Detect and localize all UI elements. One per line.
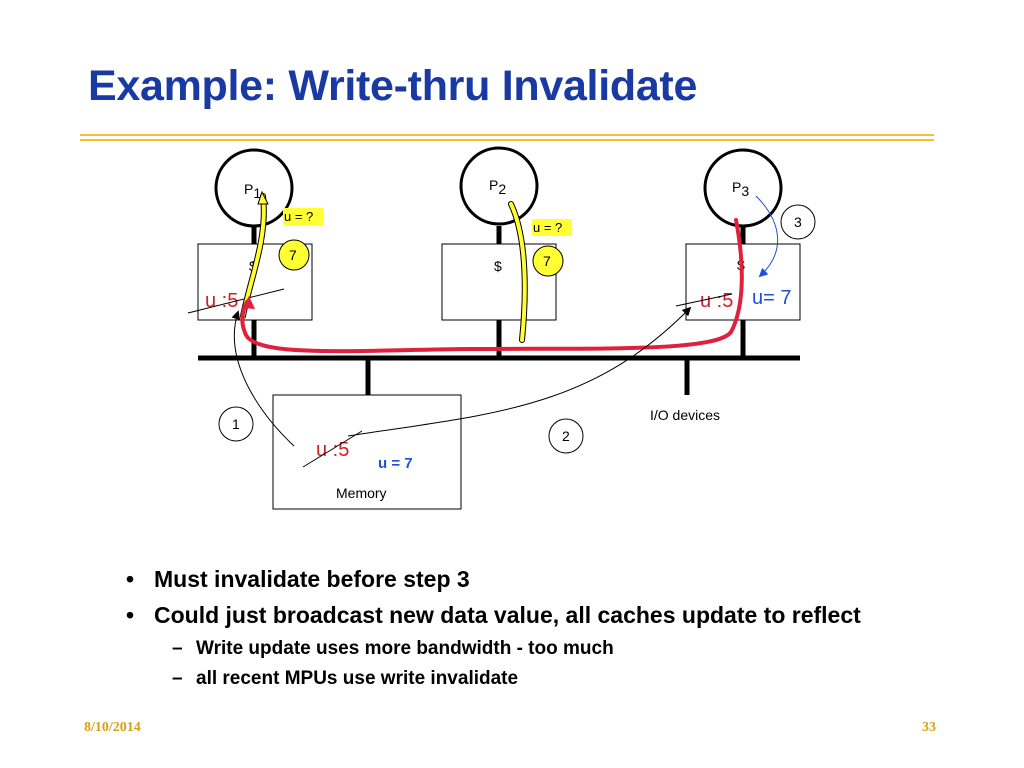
step-2-circle <box>548 418 584 454</box>
cache-1-stale-value: u :5 <box>205 290 238 312</box>
footer-page-number: 33 <box>922 720 936 735</box>
memory-old-value-strike <box>302 430 363 468</box>
title-rule-top <box>80 134 934 136</box>
processor-3 <box>703 148 783 228</box>
sub-bullet-item: –all recent MPUs use write invalidate <box>172 668 956 690</box>
memory-label: Memory <box>336 485 387 501</box>
p2-query-highlight <box>532 219 572 236</box>
step-3-arrow <box>755 195 779 278</box>
step-2-arrow <box>347 306 692 437</box>
step-1-number: 1 <box>232 416 240 432</box>
processor-2-label: P2 <box>489 177 506 197</box>
sub-bullet-item: –Write update uses more bandwidth - too … <box>172 638 956 660</box>
sub-bullet-marker: – <box>172 638 183 659</box>
bus-transfer-arrowhead <box>242 296 255 309</box>
processor-2 <box>459 146 539 226</box>
footer-date: 8/10/2014 <box>84 720 141 735</box>
bullet-text: Could just broadcast new data value, all… <box>154 602 861 628</box>
bullet-item: • Could just broadcast new data value, al… <box>126 602 956 628</box>
cache-coherence-diagram: P1 $ P2 $ P3 $ Memory I/O devices u :5 u… <box>187 146 816 510</box>
step-1-arrow <box>231 310 295 447</box>
sub-bullet-marker: – <box>172 668 183 689</box>
cache-3-new-value: u= 7 <box>752 287 791 309</box>
processor-1-label: P1 <box>244 181 261 201</box>
step-1-circle <box>218 406 254 442</box>
step-3-number: 3 <box>794 214 802 230</box>
p2-query-label: u = ? <box>533 220 562 235</box>
slide-title: Example: Write-thru Invalidate <box>88 62 698 110</box>
p1-read-result <box>278 239 310 271</box>
p1-read-arrowhead <box>257 190 269 205</box>
processor-3-label: P3 <box>732 179 749 199</box>
memory-new-value: u = 7 <box>378 455 413 472</box>
cache-3-stale-value: u :5 <box>700 290 733 312</box>
p2-read-result-value: 7 <box>543 253 551 269</box>
p1-read-result-value: 7 <box>289 247 297 263</box>
p1-query-label: u = ? <box>284 209 313 224</box>
sub-bullet-text: Write update uses more bandwidth - too m… <box>196 638 614 659</box>
cache-2-symbol: $ <box>494 258 502 274</box>
cache-3-strike <box>675 293 733 307</box>
step-3-circle <box>780 204 816 240</box>
io-devices-label: I/O devices <box>650 407 720 423</box>
bullet-marker: • <box>126 602 135 628</box>
p1-query-highlight <box>283 208 323 225</box>
bullet-marker: • <box>126 566 135 592</box>
cache-1-strike <box>187 288 285 314</box>
step-2-number: 2 <box>562 428 570 444</box>
bullet-list: • Must invalidate before step 3 • Could ju… <box>126 566 956 698</box>
bullet-text: Must invalidate before step 3 <box>154 566 470 592</box>
memory-box <box>272 394 462 510</box>
title-rule-bottom <box>80 139 934 141</box>
sub-bullet-text: all recent MPUs use write invalidate <box>196 668 519 689</box>
processor-1 <box>214 148 294 228</box>
bullet-item: • Must invalidate before step 3 <box>126 566 956 592</box>
memory-old-value: u :5 <box>316 439 349 461</box>
bus-transfer-path <box>240 218 744 354</box>
p2-read-result <box>532 245 564 277</box>
